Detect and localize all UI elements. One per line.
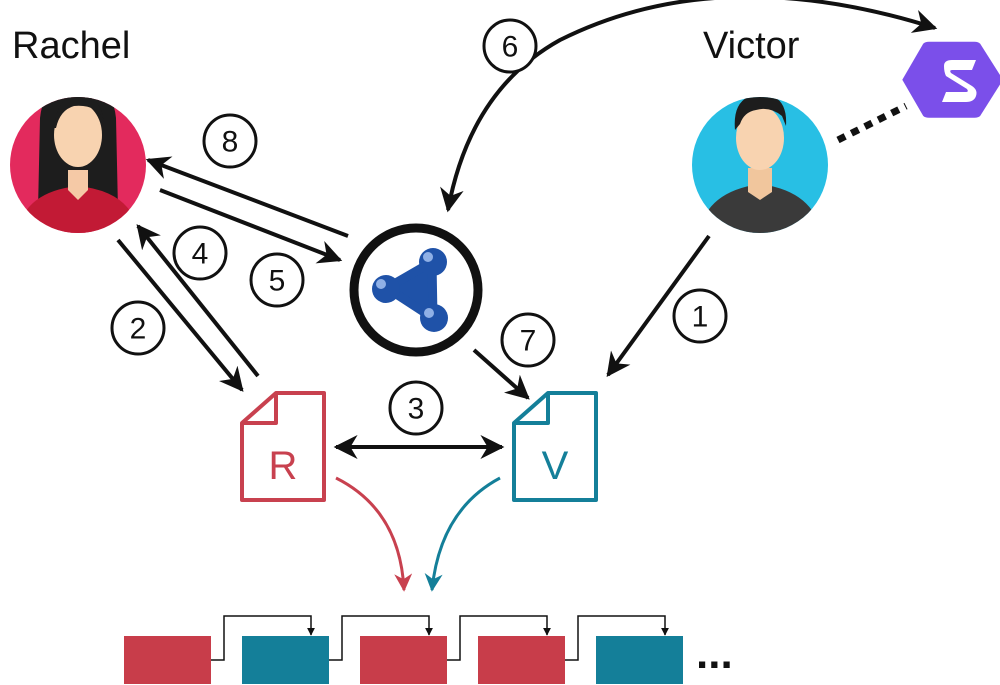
chain-link-1	[211, 615, 315, 661]
rachel-name: Rachel	[12, 25, 130, 67]
chain-link-4	[565, 615, 669, 661]
svg-text:1: 1	[692, 301, 709, 334]
step-label-4: 4	[172, 225, 228, 281]
step-label-7: 7	[500, 312, 556, 368]
arrow-step-6	[440, 0, 938, 213]
chain-ellipsis: ...	[696, 629, 733, 678]
svg-text:8: 8	[222, 126, 239, 159]
victor-name: Victor	[703, 25, 800, 67]
svg-text:6: 6	[502, 31, 519, 64]
network-node-icon	[349, 223, 483, 357]
arrow-step-4	[136, 224, 260, 378]
step-label-6: 6	[482, 18, 538, 74]
victor-document-letter: V	[542, 444, 569, 488]
victor-doc-to-chain-arrow	[424, 476, 501, 592]
arrow-step-7	[472, 348, 530, 400]
svg-text:4: 4	[192, 238, 209, 271]
arrow-step-5	[159, 188, 343, 264]
rachel-avatar	[10, 97, 146, 233]
step-label-1: 1	[672, 288, 728, 344]
step-label-5: 5	[249, 252, 305, 308]
hexagon-s-logo-icon	[902, 41, 1000, 118]
step-label-8: 8	[202, 113, 258, 169]
chain-block-3	[360, 636, 447, 684]
victor-avatar	[692, 97, 828, 233]
chain-link-2	[329, 615, 433, 661]
chain-block-4	[478, 636, 565, 684]
victor-service-link	[836, 102, 908, 144]
svg-text:7: 7	[520, 325, 537, 358]
arrow-step-2	[116, 238, 244, 392]
block-chain	[124, 615, 683, 684]
rachel-document-letter: R	[269, 444, 298, 488]
step-label-2: 2	[110, 300, 166, 356]
rachel-document: R	[240, 391, 326, 502]
chain-block-1	[124, 636, 211, 684]
chain-block-5	[596, 636, 683, 684]
svg-text:5: 5	[269, 265, 286, 298]
chain-block-2	[242, 636, 329, 684]
step-label-3: 3	[388, 380, 444, 436]
victor-document: V	[512, 391, 598, 502]
rachel-doc-to-chain-arrow	[335, 476, 413, 592]
arrow-step-8	[145, 156, 349, 238]
arrow-step-1	[606, 234, 711, 377]
chain-link-3	[447, 615, 551, 661]
svg-text:2: 2	[130, 313, 147, 346]
svg-text:3: 3	[408, 393, 425, 426]
